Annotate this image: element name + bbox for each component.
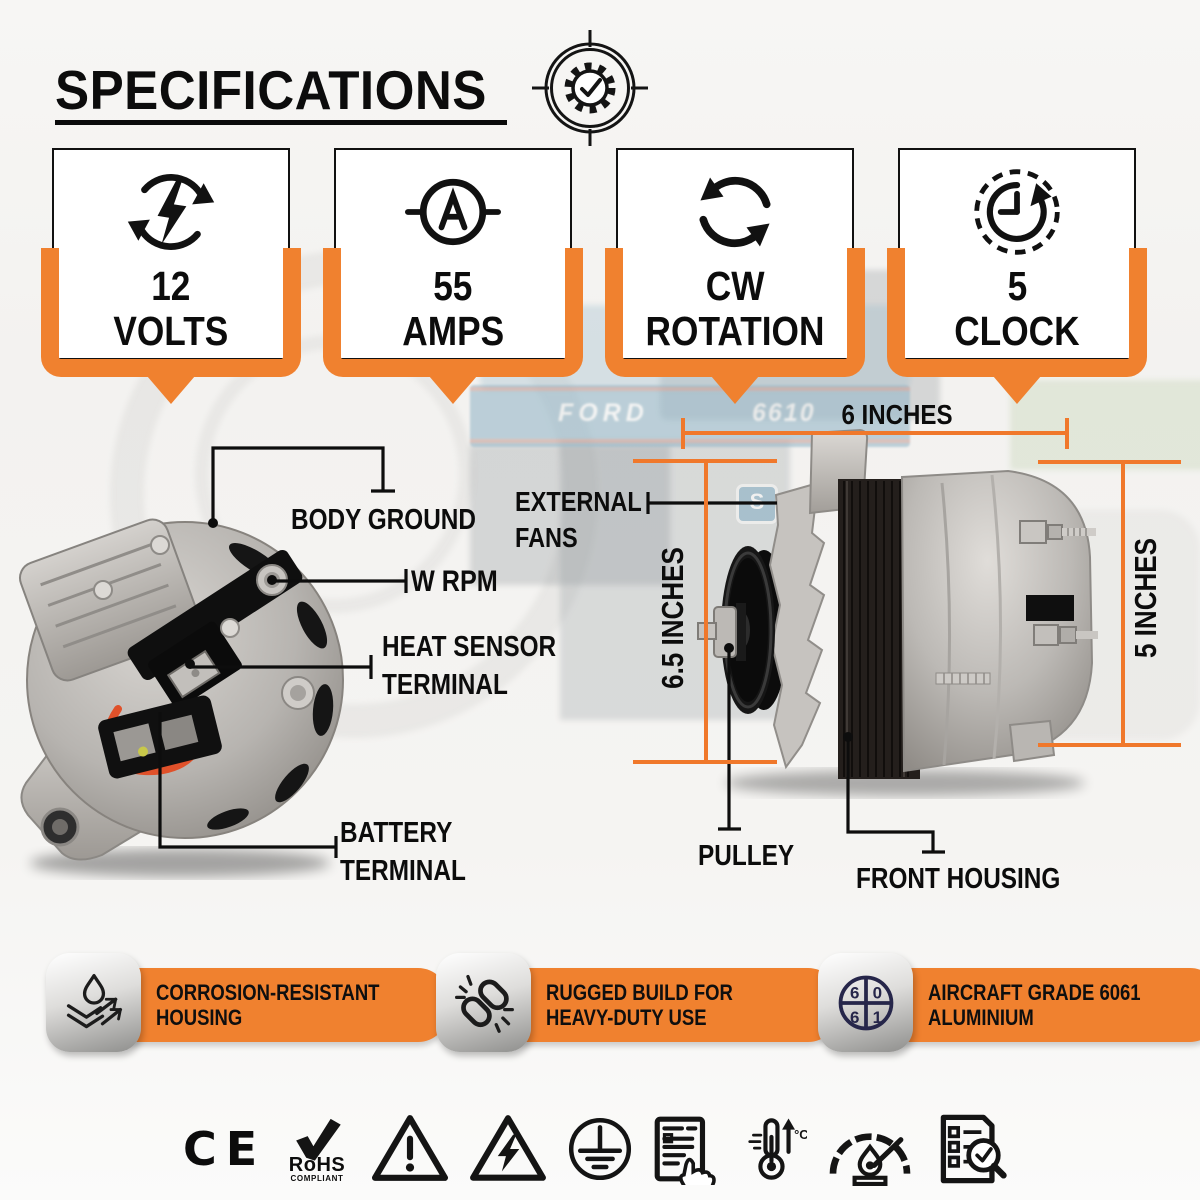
svg-text:6: 6 [849, 1007, 858, 1026]
grass [1010, 380, 1200, 470]
earth-ground-icon [568, 1117, 631, 1181]
dimension-height: 5 INCHES [1128, 537, 1163, 659]
spec-value: CW [705, 263, 765, 309]
svg-text:6: 6 [849, 983, 858, 1002]
spec-unit: AMPS [402, 308, 504, 354]
label-front-housing: FRONT HOUSING [856, 863, 1061, 895]
aluminium-6061-icon: 6 0 6 1 [818, 953, 913, 1052]
card-pointer [429, 376, 477, 404]
spec-card-clock: 5 CLOCK [887, 148, 1147, 404]
temperature-rise-icon: °C [748, 1118, 807, 1180]
spec-card-rotation: CW ROTATION [605, 148, 865, 404]
rohs-compliant-icon: RoHS COMPLIANT [281, 1116, 353, 1183]
spec-value: 12 [151, 263, 191, 309]
tractor-brand: FORD [558, 399, 649, 427]
label-w-rpm: W RPM [411, 565, 498, 598]
high-voltage-icon [469, 1115, 546, 1181]
title-underline [55, 120, 507, 125]
svg-text:1: 1 [872, 1007, 881, 1026]
spec-unit: VOLTS [113, 308, 229, 354]
voltage-cycle-icon [121, 162, 221, 262]
certification-row: CE RoHS COMPLIANT [183, 1103, 1015, 1195]
spec-value: 5 [1007, 263, 1027, 309]
clockwise-rotation-icon [685, 162, 785, 262]
spec-card-amps: 55 AMPS [323, 148, 583, 404]
label-pulley: PULLEY [698, 840, 795, 872]
rohs-compliant-label: COMPLIANT [290, 1173, 344, 1183]
alternator-rear-view [19, 518, 344, 877]
chain-link-icon [436, 953, 531, 1052]
rohs-label: RoHS [288, 1153, 346, 1176]
label-body-ground: BODY GROUND [291, 504, 476, 536]
spec-unit: CLOCK [954, 308, 1080, 354]
tractor-grille [470, 445, 670, 585]
spec-unit: ROTATION [645, 308, 825, 354]
feature-corrosion-resistant: CORROSION-RESISTANT HOUSING [100, 968, 448, 1042]
warning-icon [371, 1115, 448, 1181]
manual-instruction-icon [655, 1116, 717, 1185]
feature-aircraft-grade: AIRCRAFT GRADE 6061 ALUMINIUM [872, 968, 1200, 1042]
svg-text:°C: °C [794, 1127, 807, 1142]
heat-gauge-icon [829, 1133, 911, 1186]
ammeter-icon [403, 162, 503, 262]
tractor-model: 6610 [752, 399, 816, 427]
card-pointer [147, 376, 195, 404]
gear-check-target-icon [532, 30, 648, 146]
clock-position-icon [967, 162, 1067, 262]
feature-rugged-build: RUGGED BUILD FOR HEAVY-DUTY USE [490, 968, 838, 1042]
page-title: SPECIFICATIONS [55, 59, 487, 121]
svg-text:0: 0 [872, 983, 881, 1002]
spec-card-volts: 12 VOLTS [41, 148, 301, 404]
corrosion-resistant-icon [46, 953, 141, 1052]
ce-mark-icon: CE [183, 1122, 267, 1176]
quality-inspection-icon [940, 1114, 1007, 1184]
alternator-side-view [697, 428, 1098, 796]
dimension-depth: 6.5 INCHES [655, 547, 690, 689]
dimension-width: 6 INCHES [841, 399, 953, 430]
spec-value: 55 [433, 263, 473, 309]
card-pointer [711, 376, 759, 404]
card-pointer [993, 376, 1041, 404]
